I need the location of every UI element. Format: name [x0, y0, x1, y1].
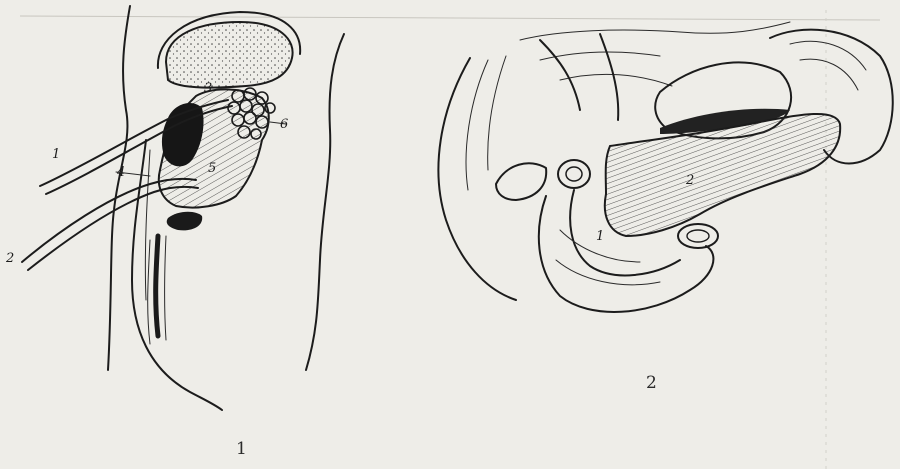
fig2-label-2: 2 — [685, 173, 694, 188]
figure-1-cross-section — [22, 6, 344, 410]
fig1-label-4: 4 — [116, 165, 125, 180]
upper-folds — [540, 34, 618, 120]
upper-tissue — [520, 22, 790, 86]
left-pouch — [496, 163, 546, 200]
fig1-label-1: 1 — [52, 147, 60, 162]
body-contour-left — [108, 6, 130, 370]
rectal-stump — [558, 160, 590, 188]
outer-contour-left — [438, 58, 516, 300]
fig2-label-1: 1 — [596, 229, 604, 244]
bowel-folds — [790, 41, 866, 90]
body-contour-right — [306, 34, 344, 370]
tissue-strands — [466, 56, 506, 190]
figure-2-caption: 2 — [646, 373, 657, 393]
rectal-stump-inner — [566, 167, 582, 181]
canal-wall — [165, 236, 167, 340]
ovary-ring-inner — [687, 230, 709, 242]
figure-1-caption: 1 — [236, 439, 247, 459]
figure-2-surgical-view — [438, 22, 892, 312]
fig1-label-5: 5 — [208, 161, 216, 176]
fig1-label-6: 6 — [280, 117, 288, 132]
vaginal-canal — [156, 236, 158, 336]
uterus-shape — [166, 22, 293, 88]
fig1-label-3: 3 — [204, 81, 212, 96]
ovary-ring — [678, 224, 718, 248]
scan-edge-line — [20, 16, 880, 20]
sacral-line — [145, 150, 150, 300]
tumor-mass-2 — [605, 114, 840, 236]
anal-canal — [167, 212, 202, 231]
fig1-label-2: 2 — [5, 251, 14, 266]
canal-wall — [148, 240, 150, 344]
